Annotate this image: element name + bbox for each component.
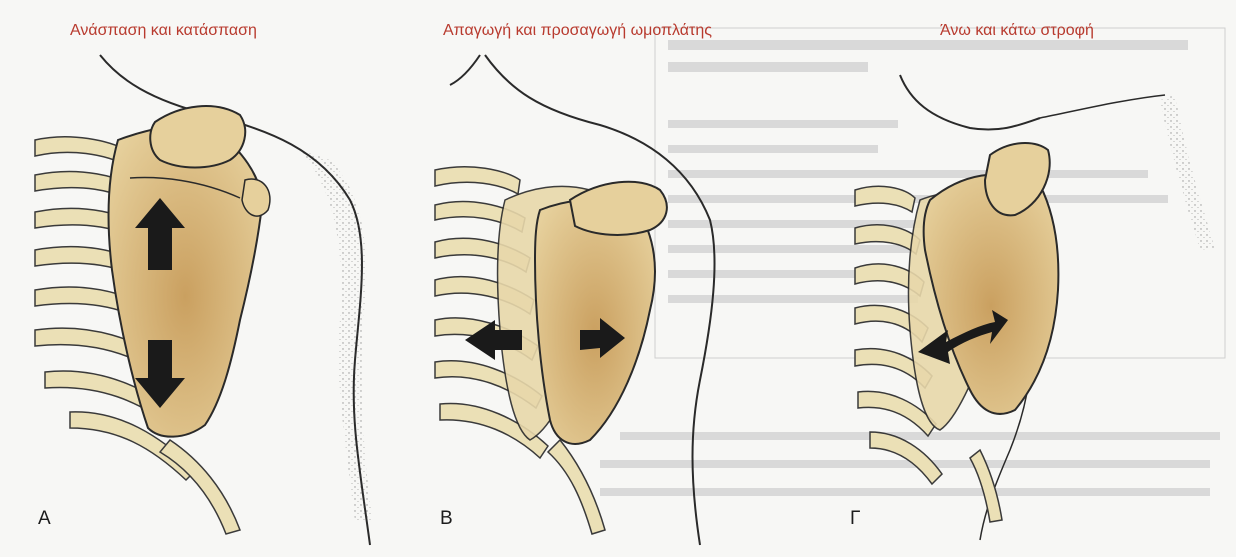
acromion-a xyxy=(150,106,245,167)
scapula-b-abducted xyxy=(535,200,655,444)
panel-a-label: Α xyxy=(38,508,51,530)
panel-b-label: Β xyxy=(440,508,453,530)
shoulder-shading-a xyxy=(300,150,372,520)
panel-a-title: Ανάσπαση και κατάσπαση xyxy=(70,22,257,40)
arm-shading-c xyxy=(1160,95,1215,250)
panel-a-illustration xyxy=(35,55,372,545)
panel-b-title: Απαγωγή και προσαγωγή ωμοπλάτης xyxy=(443,22,712,40)
glenoid-a xyxy=(242,179,270,216)
panel-c-title: Άνω και κάτω στροφή xyxy=(940,22,1094,40)
neck-outline-c xyxy=(900,75,1040,130)
panel-c-illustration xyxy=(855,75,1215,540)
panel-c-label: Γ xyxy=(850,508,860,530)
